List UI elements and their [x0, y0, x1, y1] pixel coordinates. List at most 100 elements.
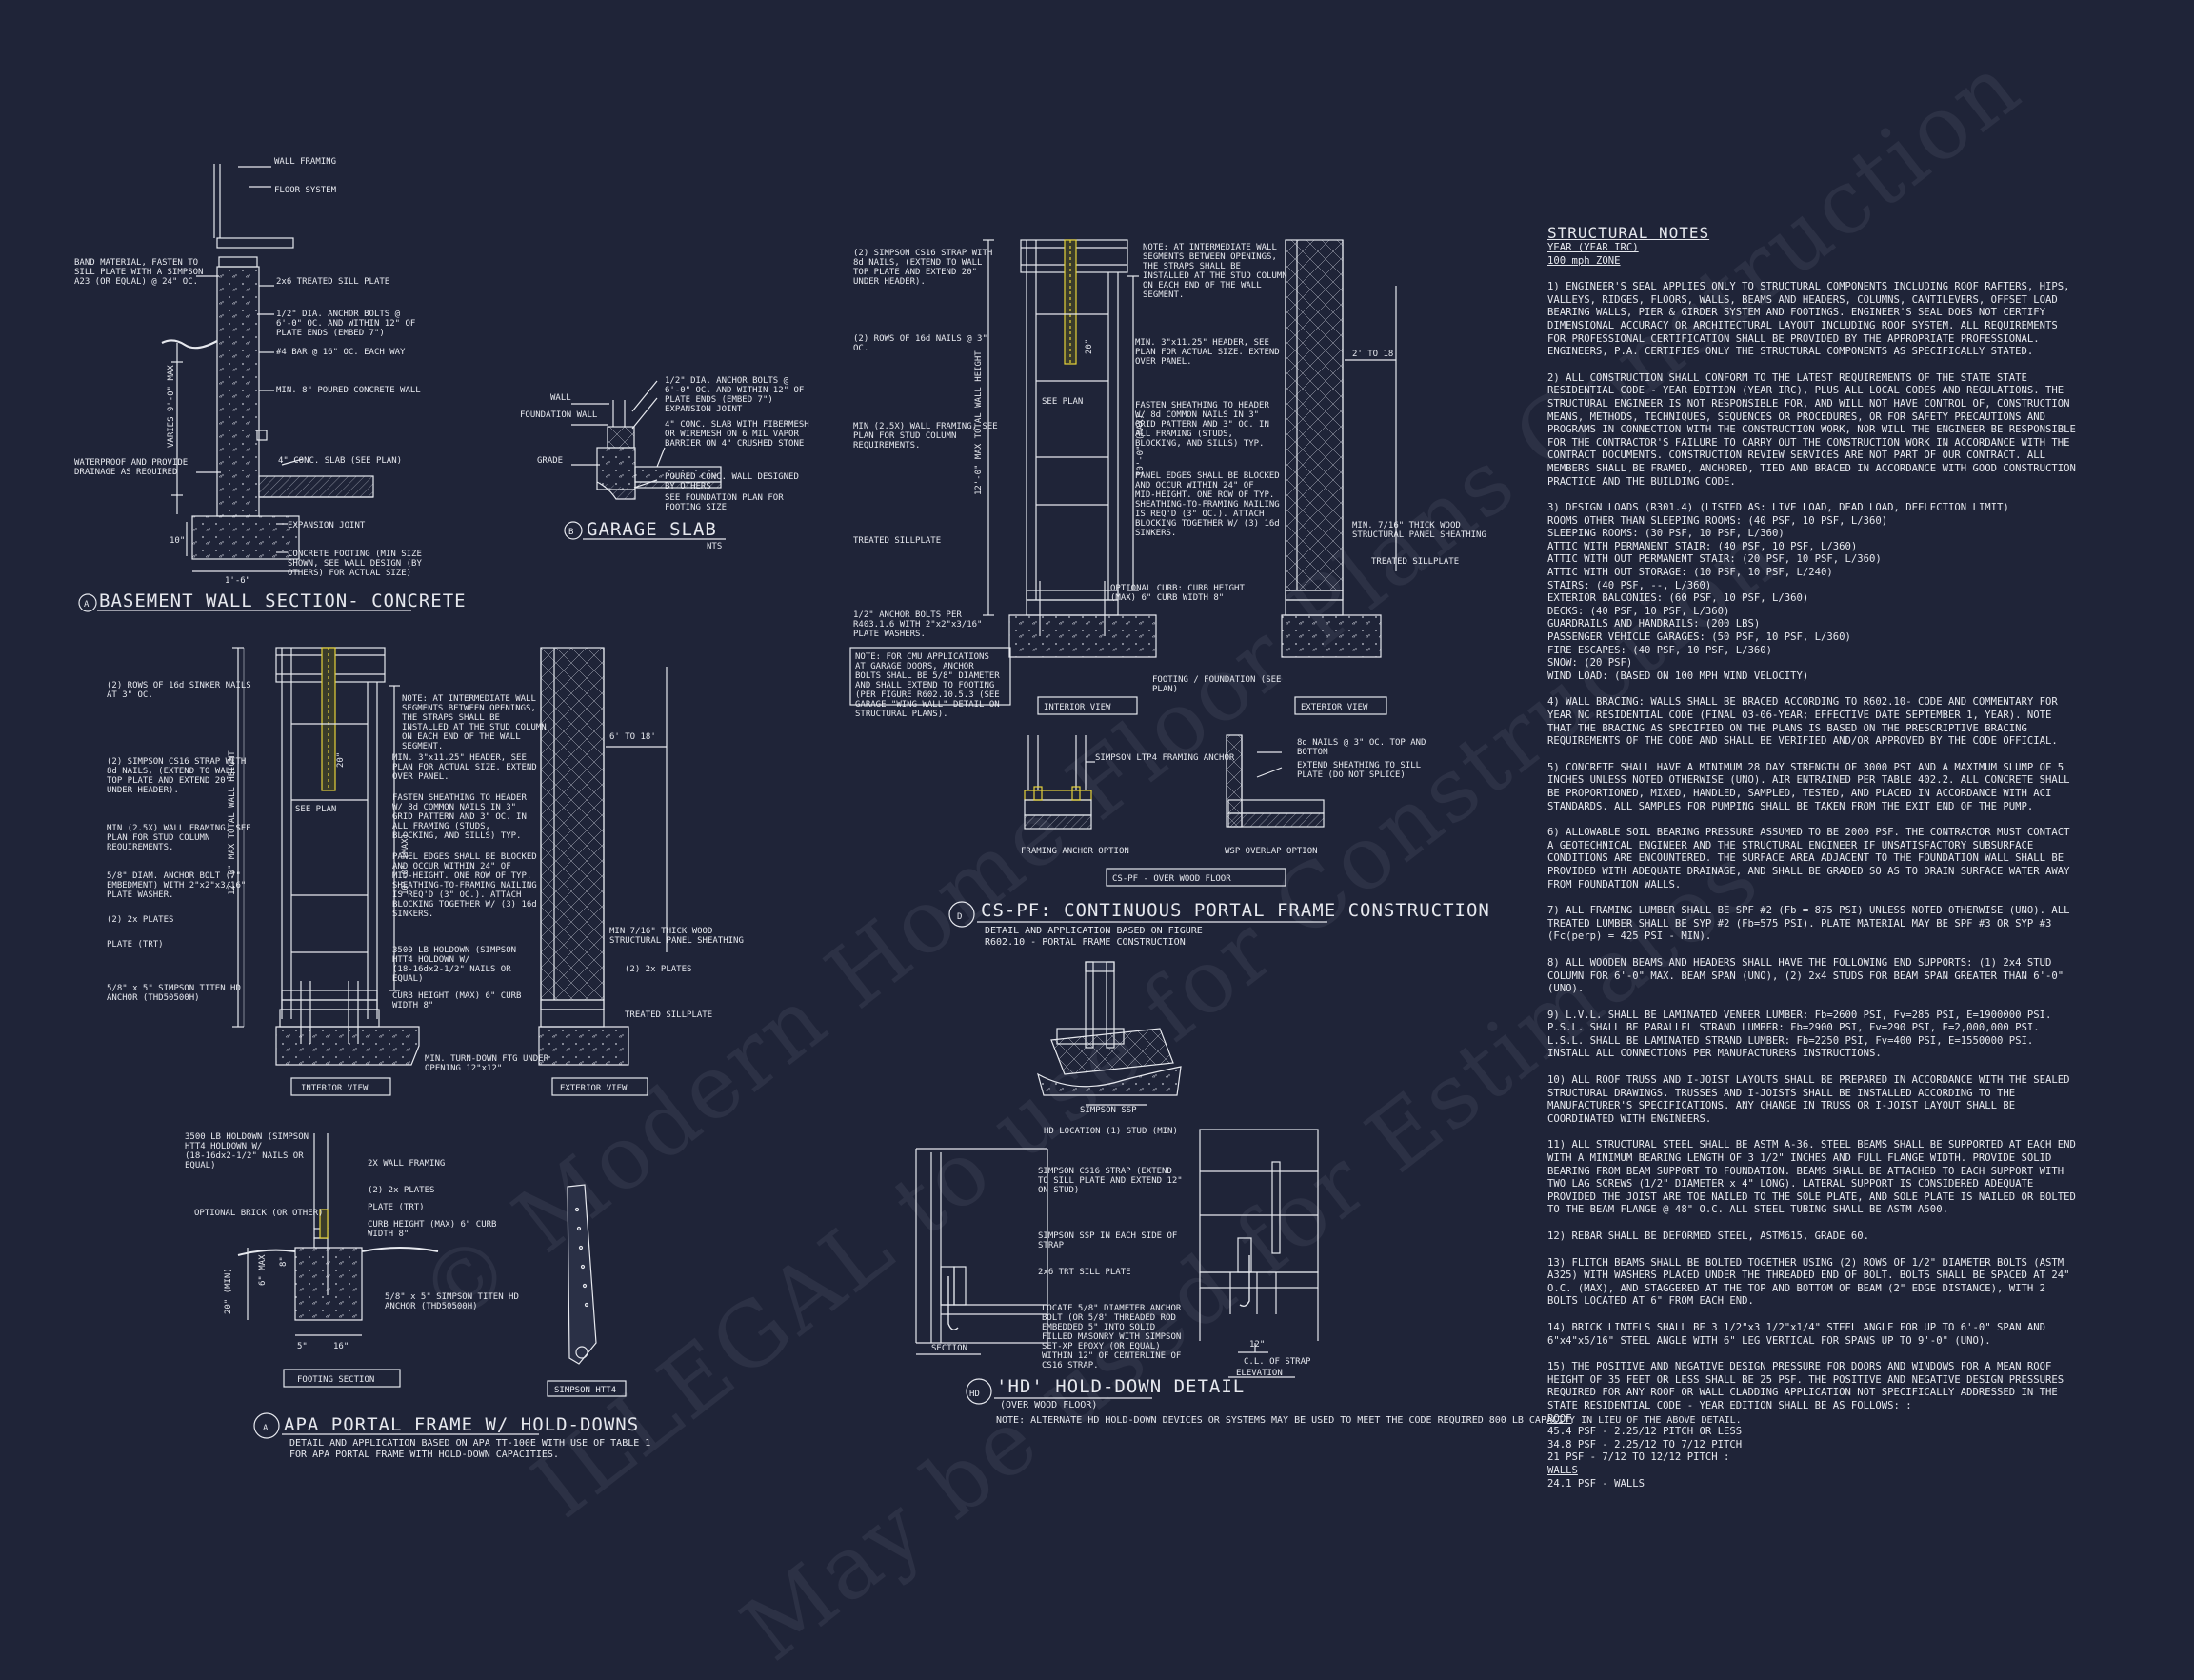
label-cspf-rows: (2) ROWS OF 16d NAILS @ 3"OC. — [853, 334, 987, 353]
notes-year: YEAR (YEAR IRC) — [1547, 242, 1639, 253]
apa-exterior-label: EXTERIOR VIEW — [560, 1084, 628, 1093]
label-ftg-framing: 2X WALL FRAMING — [368, 1159, 445, 1169]
label-hd-sill: 2x6 TRT SILL PLATE — [1038, 1268, 1131, 1277]
basement-title: BASEMENT WALL SECTION- CONCRETE — [99, 590, 467, 611]
label-garage-wall: WALL — [550, 393, 571, 403]
label-cspf-ten: 10'-0" (MAX) — [1136, 414, 1146, 476]
label-foundation-wall: FOUNDATION WALL — [520, 410, 597, 420]
roof-line: 45.4 PSF - 2.25/12 PITCH OR LESS — [1547, 1426, 1743, 1438]
label-hd-cl: C.L. OF STRAP — [1244, 1357, 1311, 1367]
load-line: ROOMS OTHER THAN SLEEPING ROOMS: (40 PSF… — [1547, 514, 1888, 527]
label-cspf-curb: OPTIONAL CURB: CURB HEIGHT(MAX) 6" CURB … — [1110, 584, 1245, 603]
note-13: 13) FLITCH BEAMS SHALL BE BOLTED TOGETHE… — [1547, 1256, 2070, 1308]
label-garage-expansion: EXPANSION JOINT — [665, 405, 743, 414]
cspf-desc-2: R602.10 - PORTAL FRAME CONSTRUCTION — [985, 937, 1186, 948]
apa-interior-label: INTERIOR VIEW — [301, 1084, 369, 1093]
label-apa-treated: TREATED SILLPLATE — [625, 1010, 712, 1020]
hd-note: NOTE: ALTERNATE HD HOLD-DOWN DEVICES OR … — [996, 1415, 1742, 1426]
hd-elevation-label: ELEVATION — [1236, 1369, 1283, 1378]
simpson-ssp-part — [1037, 961, 1182, 1106]
apa-title: APA PORTAL FRAME W/ HOLD-DOWNS — [284, 1414, 639, 1435]
label-rebar: #4 BAR @ 16" OC. EACH WAY — [276, 348, 406, 357]
hd-section-view — [915, 1148, 1048, 1355]
load-line: ATTIC WITH PERMANENT STAIR: (40 PSF, 10 … — [1547, 540, 1858, 552]
label-apa-plates2: (2) 2x PLATES — [625, 965, 691, 974]
load-line: GUARDRAILS AND HANDRAILS: (200 LBS) — [1547, 618, 1761, 630]
hd-marker: HD — [969, 1390, 980, 1399]
hd-subtitle: (OVER WOOD FLOOR) — [1000, 1400, 1097, 1410]
label-grade: GRADE — [537, 456, 563, 466]
garage-nts: NTS — [707, 542, 722, 551]
label-apa-dim-20: 20" — [336, 752, 346, 768]
label-cspf-ltp4: SIMPSON LTP4 FRAMING ANCHOR — [1095, 753, 1235, 763]
load-line: ATTIC WITH OUT PERMANENT STAIR: (20 PSF,… — [1547, 553, 1882, 566]
garage-labels: WALL FOUNDATION WALL GRADE 1/2" DIA. ANC… — [520, 376, 809, 551]
footing-section-label: FOOTING SECTION — [297, 1375, 374, 1385]
label-conc-slab: 4" CONC. SLAB (SEE PLAN) — [278, 456, 402, 466]
roof-pressures: ROOF 45.4 PSF - 2.25/12 PITCH OR LESS 34… — [1547, 1413, 2081, 1491]
notes-wind-zone: 100 mph ZONE — [1547, 254, 1621, 267]
label-dim-width: 1'-6" — [225, 576, 250, 586]
label-cspf-2-18: 2' TO 18' — [1352, 350, 1399, 359]
hd-elevation-view — [1199, 1129, 1319, 1378]
note-9: 9) L.V.L. SHALL BE LAMINATED VENEER LUMB… — [1547, 1009, 2052, 1060]
note-6: 6) ALLOWABLE SOIL BEARING PRESSURE ASSUM… — [1547, 827, 2070, 890]
label-apa-plates: (2) 2x PLATES — [107, 915, 173, 925]
basement-labels: WALL FRAMING FLOOR SYSTEM BAND MATERIAL,… — [74, 157, 467, 611]
load-line: PASSENGER VEHICLE GARAGES: (50 PSF, 10 P… — [1547, 631, 1851, 644]
label-ftg-8: 8" — [279, 1256, 289, 1267]
apa-exterior-view — [538, 647, 668, 1096]
label-cspf-treated: TREATED SILLPLATE — [1371, 557, 1459, 567]
load-line: SLEEPING ROOMS: (30 PSF, 10 PSF, L/360) — [1547, 528, 1785, 540]
garage-marker: B — [568, 528, 573, 537]
label-cspf-see-plan: SEE PLAN — [1042, 397, 1083, 407]
label-anchor-bolts: 1/2" DIA. ANCHOR BOLTS @6'-0" OC. AND WI… — [276, 310, 415, 338]
note-7: 7) ALL FRAMING LUMBER SHALL BE SPF #2 (F… — [1547, 905, 2070, 943]
label-hd-location: HD LOCATION (1) STUD (MIN) — [1044, 1127, 1178, 1136]
label-wall-framing: WALL FRAMING — [274, 157, 336, 167]
label-apa-see-plan: SEE PLAN — [295, 805, 336, 814]
load-line: FIRE ESCAPES: (40 PSF, 10 PSF, L/360) — [1547, 644, 1772, 656]
label-floor-system: FLOOR SYSTEM — [274, 186, 337, 195]
load-line: STAIRS: (40 PSF, --, L/360) — [1547, 579, 1712, 591]
label-garage-anchor: 1/2" DIA. ANCHOR BOLTS @6'-0" OC. AND WI… — [665, 376, 804, 405]
apa-marker: A — [263, 1424, 269, 1433]
load-line: DECKS: (40 PSF, 10 PSF, L/360) — [1547, 605, 1730, 617]
label-varies: VARIES 9'-0" MAX — [167, 365, 176, 448]
note-2: 2) ALL CONSTRUCTION SHALL CONFORM TO THE… — [1547, 371, 2076, 488]
label-treated-sill: 2x6 TREATED SILL PLATE — [276, 277, 389, 287]
note-5: 5) CONCRETE SHALL HAVE A MINIMUM 28 DAY … — [1547, 761, 2070, 812]
load-line: WIND LOAD: (BASED ON 100 MPH WIND VELOCI… — [1547, 670, 1809, 682]
note-1: 1) ENGINEER'S SEAL APPLIES ONLY TO STRUC… — [1547, 281, 2070, 358]
hd-title: 'HD' HOLD-DOWN DETAIL — [996, 1376, 1245, 1397]
notes-title: STRUCTURAL NOTES — [1547, 224, 1710, 242]
note-12: 12) REBAR SHALL BE DEFORMED STEEL, ASTM6… — [1547, 1230, 1870, 1242]
simpson-htt4-part — [547, 1184, 627, 1397]
